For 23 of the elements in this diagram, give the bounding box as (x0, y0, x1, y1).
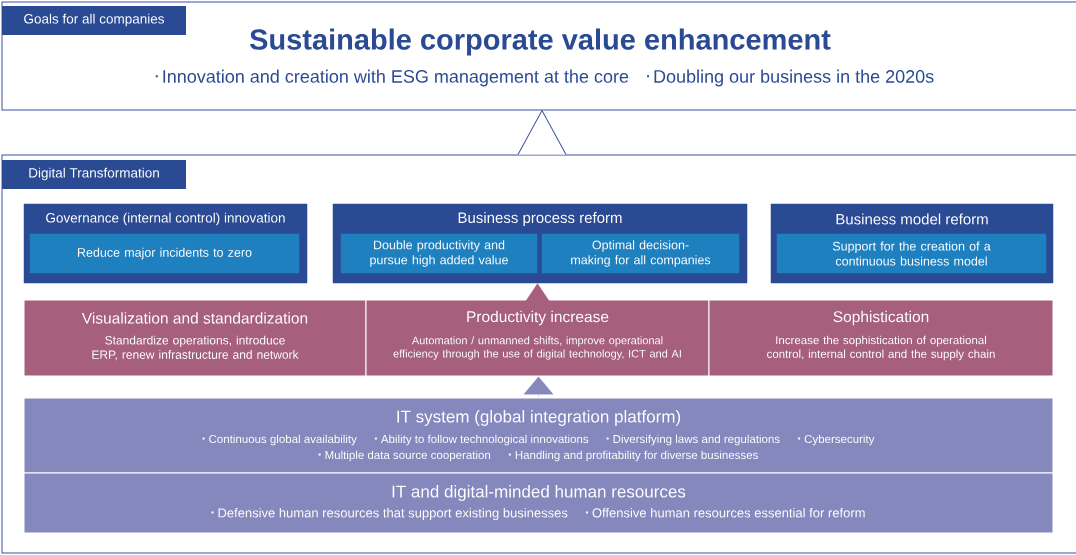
box-text: Automation / unmanned shifts, improve operational efficiency through the use of digital technology, ICT and AI (393, 336, 681, 360)
title: Sustainable corporate value enhancement (249, 28, 831, 56)
bullet-item: Diversifying laws and regulations (606, 434, 780, 446)
tab-label: Goals for all companies (2, 6, 186, 35)
bullet-item: Innovation and creation with ESG management at the core (155, 69, 629, 87)
bullet-item: Handling and profitability for diverse businesses (508, 450, 758, 462)
goal-box: Support for the creation of a continuous business model (776, 233, 1047, 274)
box-text: Standardize operations, introduce ERP, renew infrastructure and network (92, 335, 299, 361)
bullet-item: Multiple data source cooperation (318, 450, 491, 462)
arrow (525, 283, 550, 302)
bullet-item: Defensive human resources that support existing businesses (211, 507, 568, 521)
bullet-item: Cybersecurity (798, 434, 875, 446)
goal-box: Optimal decision-making for all companies (541, 233, 740, 274)
goal-box: Double productivity and pursue high added value (340, 233, 538, 274)
bullet-item: Ability to follow technological innovations (374, 434, 589, 446)
bullet-item: Continuous global availability (202, 434, 357, 446)
bullet-item: Doubling our business in the 2020s (647, 69, 934, 87)
tab-label: Digital Transformation (2, 160, 186, 189)
arrow (517, 110, 567, 155)
box-text: Increase the sophistication of operational control, internal control and the supply chain (767, 335, 995, 361)
arrow (523, 376, 554, 398)
goal-box: Reduce major incidents to zero (29, 233, 300, 274)
bullet-item: Offensive human resources essential for reform (585, 507, 865, 518)
